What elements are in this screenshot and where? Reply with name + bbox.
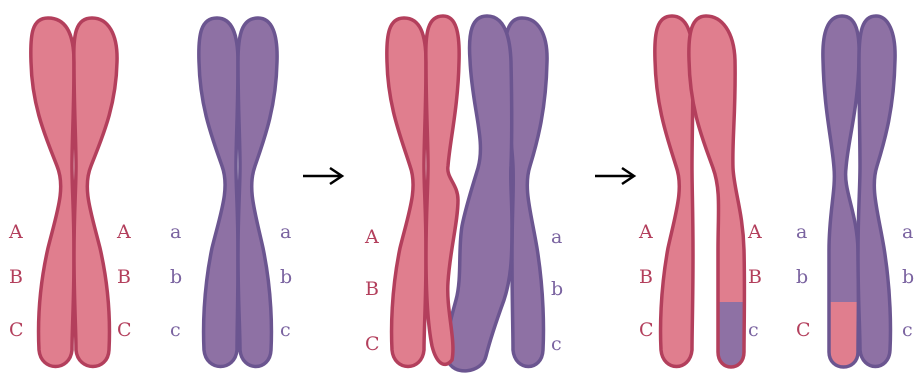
gene-label: c — [280, 319, 291, 341]
chromatid — [31, 18, 74, 367]
chromatid — [858, 16, 895, 367]
gene-label: A — [116, 221, 131, 243]
gene-label: B — [365, 278, 379, 300]
chromatid — [238, 18, 277, 367]
gene-label: C — [639, 319, 654, 341]
gene-label: C — [365, 333, 380, 355]
gene-label: B — [748, 266, 762, 288]
gene-label: c — [551, 333, 562, 355]
gene-label: A — [747, 221, 762, 243]
arrow-icon — [303, 168, 342, 184]
pink-chromosome-stage1 — [31, 18, 117, 367]
swapped-segment — [690, 302, 750, 377]
gene-label: B — [639, 266, 653, 288]
purple-chromosome-stage1 — [199, 18, 277, 367]
gene-label: b — [551, 278, 563, 300]
gene-label: a — [551, 226, 562, 248]
gene-label: a — [170, 221, 181, 243]
gene-label: B — [9, 266, 23, 288]
pink-chromosome-stage2 — [387, 16, 459, 367]
gene-label: C — [9, 319, 24, 341]
gene-label: b — [902, 266, 914, 288]
gene-label: c — [748, 319, 759, 341]
gene-label: a — [280, 221, 291, 243]
gene-label: a — [902, 221, 913, 243]
arrow-icon — [595, 168, 634, 184]
chromatid — [199, 18, 238, 367]
gene-label: B — [117, 266, 131, 288]
gene-label: A — [8, 221, 23, 243]
chromatid — [74, 18, 117, 367]
purple-chromosome-stage2 — [447, 16, 547, 371]
gene-label: c — [902, 319, 913, 341]
gene-label: b — [280, 266, 292, 288]
gene-label: b — [796, 266, 808, 288]
chromatid — [387, 18, 426, 367]
pink-chromosome-recombinant — [655, 16, 750, 377]
purple-chromosome-recombinant — [820, 16, 895, 377]
gene-label: C — [117, 319, 132, 341]
gene-label: b — [170, 266, 182, 288]
gene-label: A — [364, 226, 379, 248]
gene-label: C — [796, 319, 811, 341]
gene-label: a — [796, 221, 807, 243]
chromatid — [655, 16, 693, 367]
gene-label: A — [638, 221, 653, 243]
gene-label: c — [170, 319, 181, 341]
